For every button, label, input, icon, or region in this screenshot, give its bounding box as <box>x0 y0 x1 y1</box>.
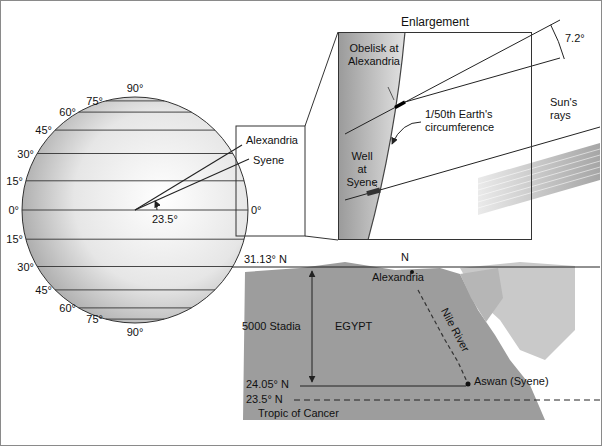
latitude-label: 31.13° N <box>244 253 287 266</box>
obelisk-label: Obelisk at Alexandria <box>348 42 400 68</box>
latitude-label: 45° <box>35 124 52 137</box>
latitude-label: 0° <box>8 204 19 217</box>
city-label: Syene <box>253 154 284 167</box>
latitude-label: 30° <box>17 260 34 273</box>
aswan-dot <box>466 382 471 387</box>
latitude-label: 30° <box>17 147 34 160</box>
earth-surface <box>338 32 405 240</box>
rays-from-center <box>135 145 249 210</box>
latitude-label: 90° <box>127 326 144 339</box>
tropic-label: Tropic of Cancer <box>258 407 339 420</box>
sun-rays-band <box>478 143 600 215</box>
globe <box>22 97 248 323</box>
latitude-label: 0° <box>251 204 262 217</box>
latitude-label: 45° <box>35 284 52 297</box>
city-label: Aswan (Syene) <box>474 375 549 388</box>
country-label: EGYPT <box>335 320 372 333</box>
angle-label: 7.2° <box>565 32 585 45</box>
latitude-line <box>300 386 466 387</box>
sinai <box>460 268 503 322</box>
latitude-label: 24.05° N <box>246 378 289 391</box>
latitude-label: 23.5° N <box>246 393 283 406</box>
arc-pointer <box>392 122 421 144</box>
angle-arc <box>551 25 565 59</box>
arc-label: 1/50th Earth's circumference <box>425 108 517 134</box>
well-label: Well at Syene <box>346 150 377 189</box>
latitude-label: 90° <box>127 82 144 95</box>
tropic-line <box>294 400 600 401</box>
latitude-label: 60° <box>59 302 76 315</box>
obelisk <box>395 102 405 108</box>
zoom-box <box>236 126 305 236</box>
sun-rays-texture <box>478 149 600 208</box>
latitude-label: 75° <box>86 95 103 108</box>
latitude-label: 15° <box>6 233 23 246</box>
latitude-label: 75° <box>86 313 103 326</box>
distance-arrow <box>312 271 313 382</box>
angle-label: 23.5° <box>152 213 178 226</box>
city-label: Alexandria <box>372 271 424 284</box>
egypt-land <box>243 262 545 420</box>
sun-rays-label: Sun's rays <box>550 96 577 122</box>
distance-label: 5000 Stadia <box>242 320 301 333</box>
well <box>367 190 380 194</box>
latitude-label: 60° <box>59 106 76 119</box>
city-label: Alexandria <box>246 134 298 147</box>
radius-lines <box>345 20 600 200</box>
angle-arc <box>155 201 157 210</box>
latitude-line <box>232 267 600 268</box>
north-label: N <box>401 251 409 264</box>
leader-lines <box>372 87 394 187</box>
latitude-label: 15° <box>6 175 23 188</box>
zoom-lines <box>305 32 338 240</box>
latitude-lines <box>22 101 248 319</box>
box-heading: Enlargement <box>339 15 531 29</box>
